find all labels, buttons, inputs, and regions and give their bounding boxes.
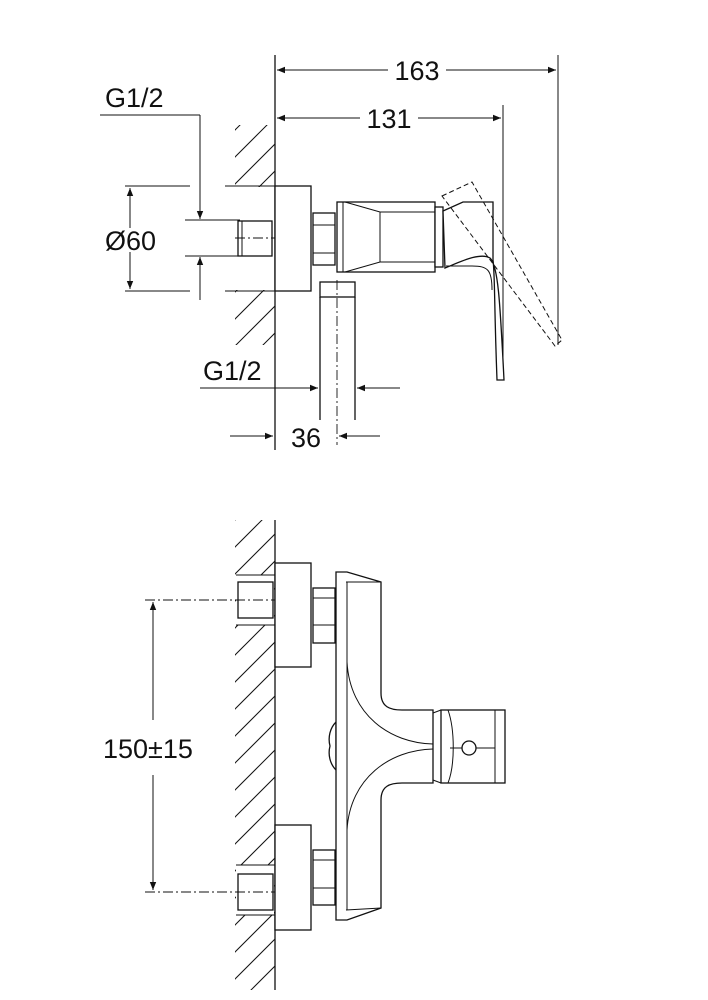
hatch-line (235, 300, 275, 345)
hatch-line (235, 987, 275, 990)
hatch-line (235, 520, 275, 526)
hatch-line (235, 636, 275, 688)
hatch-line (235, 960, 275, 990)
wall-hatch-front (235, 520, 275, 990)
inlet-thread-label: G1/2 (105, 83, 164, 113)
outlet-thread-callout: G1/2 (200, 356, 400, 392)
hex-nut (312, 212, 336, 266)
diameter-60-label: Ø60 (105, 226, 156, 256)
hatch-line (235, 798, 275, 850)
outlet-thread-label: G1/2 (203, 356, 262, 386)
hatch-line (235, 138, 275, 190)
upper-rosette (274, 562, 312, 668)
indicator-dot (461, 740, 477, 756)
hatch-line (235, 273, 275, 325)
hatch-line (235, 528, 275, 580)
hatch-line (235, 663, 275, 715)
upper-hex-nut (312, 587, 336, 644)
dimension-diameter-60: Ø60 (105, 185, 275, 292)
hatch-line (235, 327, 275, 345)
mixer-body (336, 201, 444, 273)
rosette (274, 185, 312, 292)
lever-handle (441, 181, 563, 381)
hatch-line (235, 744, 275, 796)
lower-rosette (274, 824, 312, 931)
hatch-line (235, 520, 275, 553)
dim-163-label: 163 (394, 56, 439, 86)
inlet-thread (237, 220, 273, 257)
hatch-line (235, 690, 275, 742)
outlet-pipe (319, 280, 356, 445)
cartridge-handle (432, 709, 506, 784)
dim-36-label: 36 (291, 423, 321, 453)
dim-150-label: 150±15 (103, 734, 193, 764)
mixer-body-front (328, 571, 434, 921)
hatch-line (235, 165, 275, 217)
hatch-line (235, 717, 275, 769)
front-view: 150±15 (103, 520, 506, 990)
hatch-line (235, 125, 275, 136)
dimension-163: 163 (277, 55, 559, 345)
hatch-line (235, 771, 275, 823)
dimension-36: 36 (230, 423, 380, 453)
hatch-line (235, 125, 275, 163)
dim-131-label: 131 (366, 104, 411, 134)
lower-hex-nut (312, 849, 336, 906)
side-view: 163 131 G1/2 Ø60 (100, 55, 563, 453)
hatch-line (235, 933, 275, 985)
inlet-thread-callout: G1/2 (100, 83, 240, 300)
dimension-131: 131 (277, 104, 504, 380)
dimension-150: 150±15 (103, 599, 275, 893)
